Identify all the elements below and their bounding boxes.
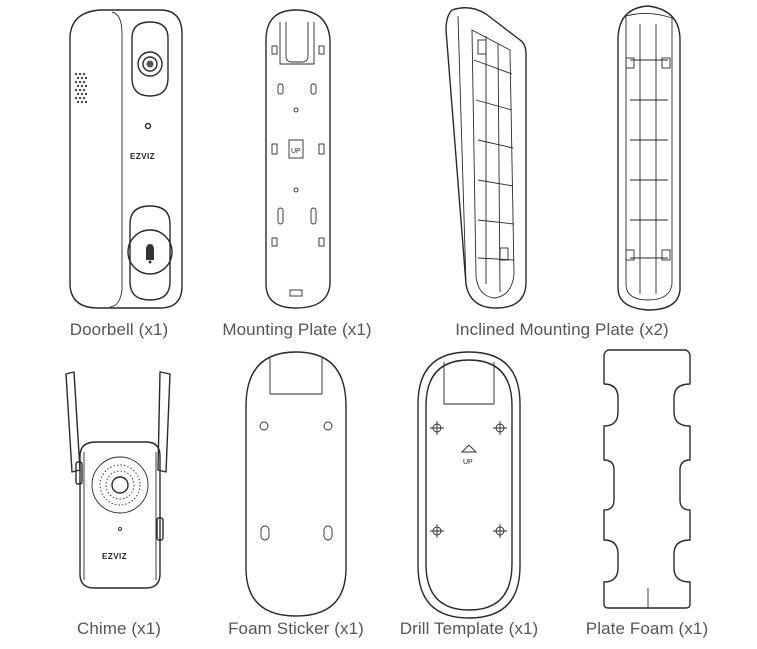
item-label-chime: Chime (x1) (76, 619, 162, 638)
doorbell-illustration: EZVIZ (69, 9, 183, 309)
item-label-foam-sticker: Foam Sticker (x1) (228, 619, 364, 638)
speaker-grille (74, 72, 88, 104)
item-label-drill-template: Drill Template (x1) (399, 619, 539, 638)
up-arrow-icon (460, 444, 478, 453)
drill-crosshair-icon (430, 421, 507, 538)
doorbell-brand-logo: EZVIZ (130, 152, 155, 161)
foam-sticker-illustration (245, 351, 347, 617)
chime-brand-logo: EZVIZ (102, 552, 127, 561)
plate-foam-illustration (603, 349, 691, 609)
inclined-plate-illustration-1 (445, 7, 527, 309)
chime-antenna-right (157, 371, 171, 473)
item-label-mounting-plate: Mounting Plate (x1) (222, 320, 372, 339)
item-label-plate-foam: Plate Foam (x1) (585, 619, 709, 638)
camera-lens-icon (137, 51, 163, 77)
inclined-plate-illustration-2 (617, 5, 681, 311)
chime-illustration: EZVIZ (65, 371, 171, 589)
doorbell-button-icon (127, 229, 173, 275)
chime-speaker-icon (91, 456, 149, 514)
drill-template-illustration: UP (417, 351, 521, 619)
item-label-inclined-mounting-plate: Inclined Mounting Plate (x2) (455, 320, 669, 339)
mounting-plate-up-mark: UP (291, 148, 301, 155)
chime-antenna-left (65, 371, 81, 473)
item-label-doorbell: Doorbell (x1) (69, 320, 169, 339)
drill-template-up-mark: UP (463, 459, 473, 466)
mounting-plate-illustration: UP (265, 9, 331, 309)
